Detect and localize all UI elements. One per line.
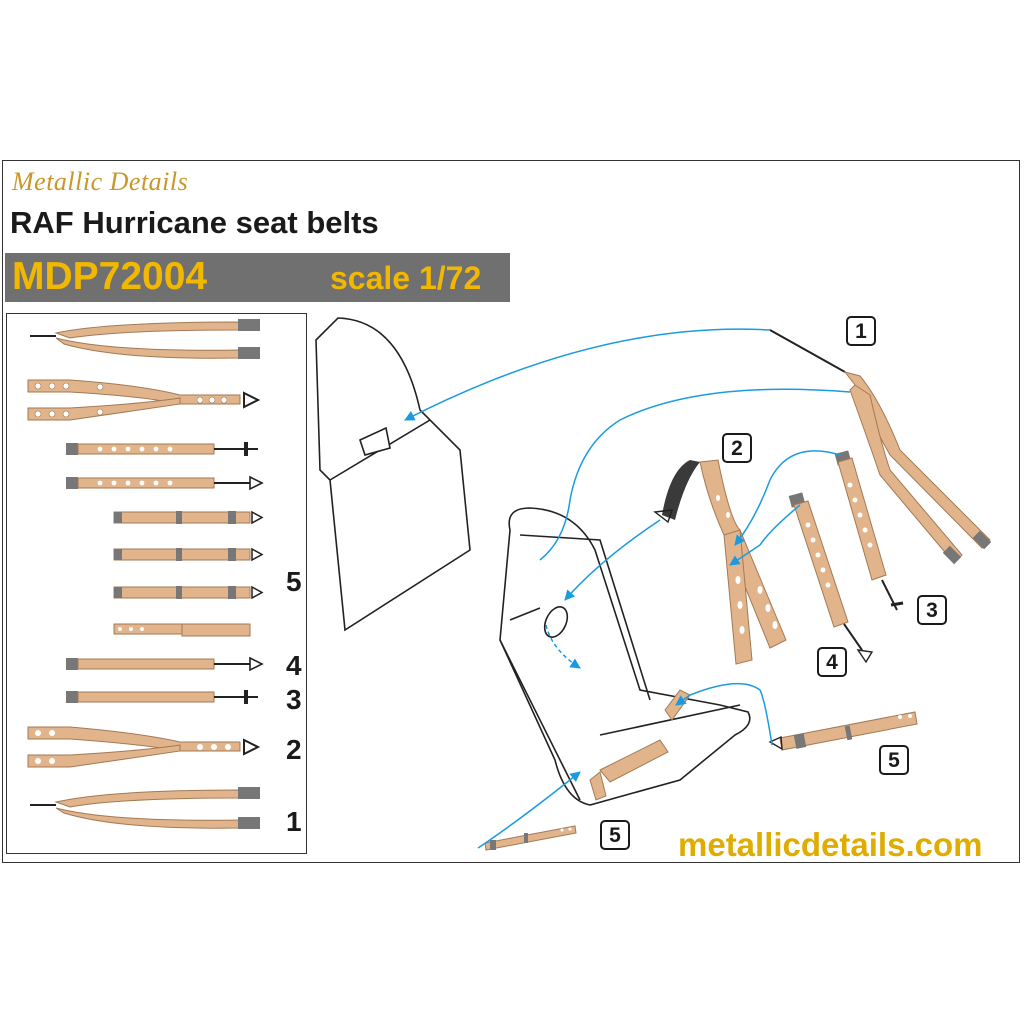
page-title: RAF Hurricane seat belts xyxy=(10,205,379,240)
callout-5-bottom: 5 xyxy=(600,820,630,850)
part-4-lap-strap-small xyxy=(66,656,264,672)
website-url: metallicdetails.com xyxy=(678,826,983,863)
part-label-3: 3 xyxy=(286,684,302,715)
part-3-lap-strap-small xyxy=(66,690,258,704)
sheet-frame xyxy=(2,160,1020,863)
product-code: MDP72004 xyxy=(12,255,208,298)
part-label-2: 2 xyxy=(286,734,302,765)
part-4-lap-strap xyxy=(66,475,264,491)
scale-label: scale 1/72 xyxy=(330,260,482,296)
part-1-shoulder-harness xyxy=(30,787,260,829)
part-3-exploded xyxy=(834,450,904,611)
part-label-1: 1 xyxy=(286,806,302,837)
brand-logo: Metallic Details xyxy=(12,167,189,196)
pilot-seat xyxy=(499,507,751,806)
part-label-4: 4 xyxy=(286,650,302,681)
part-2-shoulder-harness xyxy=(27,726,261,768)
part-5-exploded-bottom xyxy=(484,825,577,851)
part-3-lap-strap xyxy=(66,442,258,456)
product-header-bar xyxy=(5,253,510,302)
part-1-top-harness xyxy=(30,319,260,359)
armor-plate xyxy=(315,317,471,632)
part-5-exploded-right xyxy=(768,711,918,751)
callout-3: 3 xyxy=(917,595,947,625)
part-4-exploded xyxy=(788,492,874,664)
callout-4: 4 xyxy=(817,647,847,677)
assembly-arrows xyxy=(404,328,851,849)
part-1-exploded xyxy=(769,329,992,565)
callout-1: 1 xyxy=(846,316,876,346)
callout-5-right: 5 xyxy=(879,745,909,775)
part-2-top-harness xyxy=(27,379,261,421)
part-label-5: 5 xyxy=(286,566,302,597)
callout-2: 2 xyxy=(722,433,752,463)
parts-panel xyxy=(6,313,307,854)
part-5-strap-set xyxy=(113,510,264,637)
